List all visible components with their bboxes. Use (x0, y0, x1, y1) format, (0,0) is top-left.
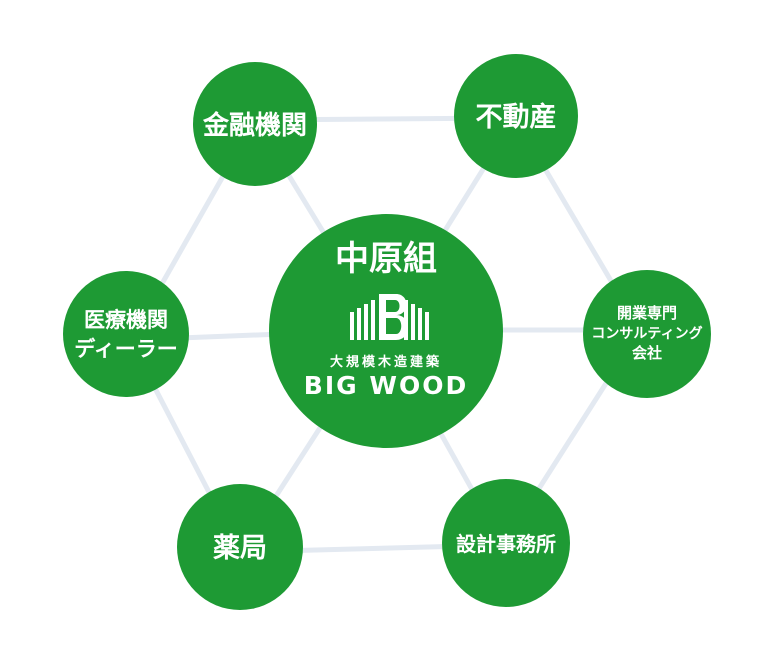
node-label-line-3: 会社 (632, 344, 662, 362)
node-circle (454, 54, 578, 178)
partner-node-real-estate: 不動産 (454, 54, 578, 178)
node-circle (63, 271, 189, 397)
node-label-line-2: コンサルティング (591, 325, 702, 342)
partner-node-finance: 金融機関 (193, 62, 317, 186)
center-node: 中原組 大規模木造建築 BIG WOOD (269, 214, 503, 448)
node-label: 金融機関 (202, 110, 307, 141)
brand-name: BIG WOOD (304, 371, 468, 400)
partner-node-pharmacy: 薬局 (177, 484, 303, 610)
node-label: 薬局 (213, 533, 267, 564)
node-label-line-2: ディーラー (74, 337, 178, 361)
node-circle (193, 62, 317, 186)
node-circle (177, 484, 303, 610)
node-label: 不動産 (476, 101, 557, 133)
center-tagline: 大規模木造建築 (330, 354, 442, 370)
partner-node-consulting: 開業専門 コンサルティング 会社 (583, 270, 711, 398)
node-circle (442, 479, 570, 607)
company-name: 中原組 (335, 239, 437, 279)
node-label-line-1: 開業専門 (617, 304, 677, 322)
node-label: 設計事務所 (456, 532, 556, 556)
partner-node-medical: 医療機関 ディーラー (63, 271, 189, 397)
node-label-line-1: 医療機関 (84, 308, 168, 332)
node-circle (583, 270, 711, 398)
big-wood-building-logo (350, 294, 429, 340)
partner-node-design-office: 設計事務所 (442, 479, 570, 607)
